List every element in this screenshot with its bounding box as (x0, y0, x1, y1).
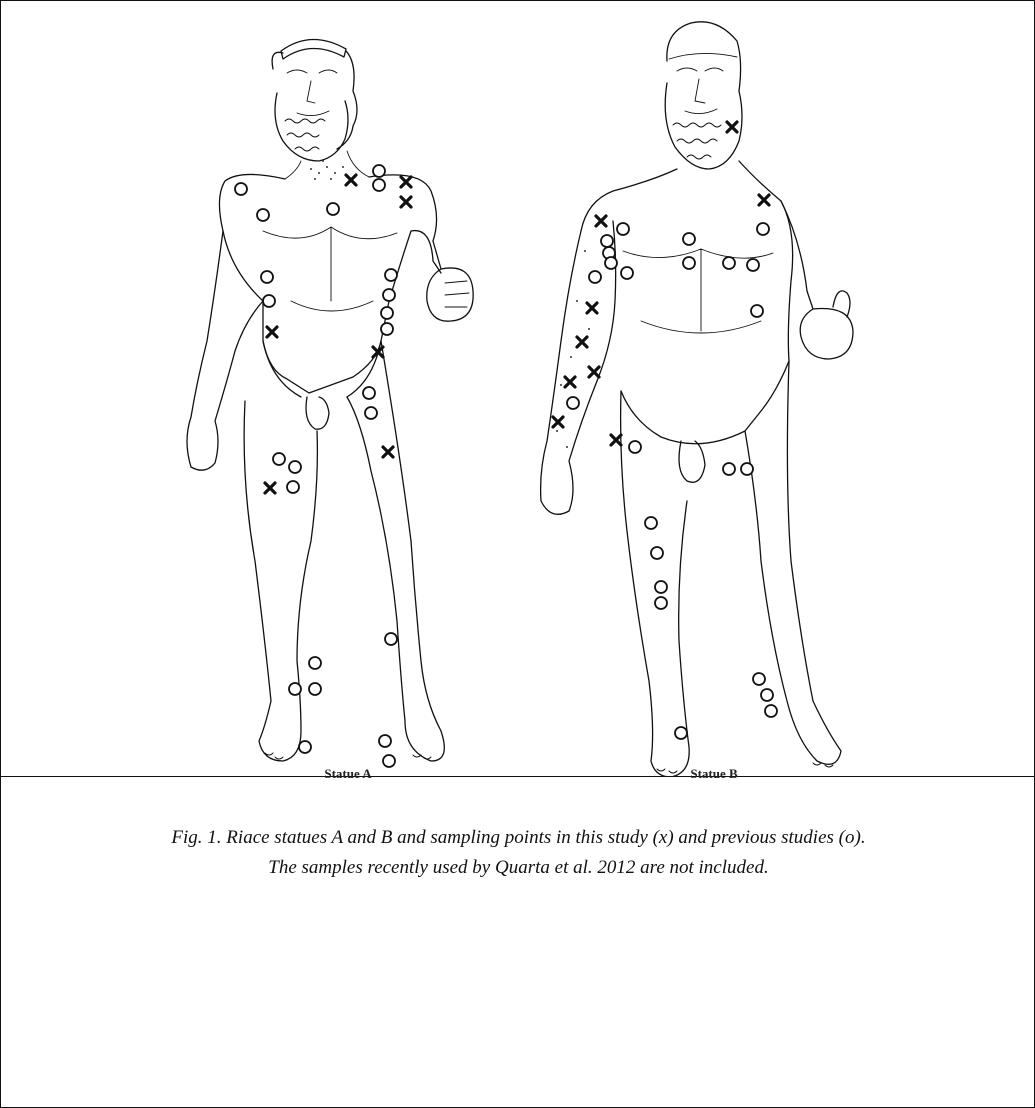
statue-b-this-study-points (553, 122, 769, 445)
sample-point-this-study (577, 337, 587, 347)
statue-b-arm-right (781, 201, 853, 359)
statue-b-genitals (679, 441, 705, 482)
sample-point-this-study (596, 216, 606, 226)
statue-a-headband (281, 39, 346, 59)
sample-point-previous (765, 705, 777, 717)
statue-a-label: Statue A (324, 766, 371, 782)
riace-statues-drawing (1, 1, 1034, 776)
sample-point-previous (261, 271, 273, 283)
sample-point-previous (309, 657, 321, 669)
statue-a-previous-study-points (235, 165, 397, 767)
figure-caption-line-2: The samples recently used by Quarta et a… (61, 853, 976, 883)
figure-caption: Fig. 1. Riace statues A and B and sampli… (61, 823, 976, 883)
sample-point-previous (629, 441, 641, 453)
sample-point-previous (287, 481, 299, 493)
sample-point-previous (753, 673, 765, 685)
sample-point-previous (381, 307, 393, 319)
sample-point-this-study (589, 367, 599, 377)
sample-point-previous (683, 257, 695, 269)
statue-a-face (287, 70, 337, 116)
statue-a-neck-stipple (310, 160, 348, 180)
sample-point-previous (381, 323, 393, 335)
sample-point-previous (761, 689, 773, 701)
statue-b-cap-rim (669, 53, 737, 59)
sample-point-previous (723, 257, 735, 269)
statue-a-chest-lines (263, 227, 397, 311)
sample-point-previous (365, 407, 377, 419)
sample-point-previous (683, 233, 695, 245)
sample-point-this-study (727, 122, 737, 132)
sample-point-this-study (401, 177, 411, 187)
sample-point-previous (589, 271, 601, 283)
sample-point-this-study (373, 347, 383, 357)
statue-a-leg-right (347, 341, 444, 761)
statues-illustration-panel: Statue A Statue B (1, 1, 1034, 777)
sample-point-this-study (587, 303, 597, 313)
sample-point-previous (383, 289, 395, 301)
statue-b-face (677, 68, 723, 114)
sample-point-previous (383, 755, 395, 767)
sample-point-previous (757, 223, 769, 235)
sample-point-previous (651, 547, 663, 559)
sample-point-previous (373, 179, 385, 191)
sample-point-previous (621, 267, 633, 279)
sample-point-previous (751, 305, 763, 317)
sample-point-previous (723, 463, 735, 475)
statue-b-label: Statue B (690, 766, 737, 782)
statue-b-drawing (541, 22, 853, 776)
sample-point-this-study (401, 197, 411, 207)
sample-point-previous (289, 461, 301, 473)
sample-point-previous (605, 257, 617, 269)
statue-b-previous-study-points (567, 223, 777, 739)
sample-point-this-study (265, 483, 275, 493)
sample-point-previous (379, 735, 391, 747)
statue-a-beard-curls (285, 119, 325, 151)
statue-b-toes (657, 763, 833, 773)
sample-point-previous (601, 235, 613, 247)
statue-a-genitals (306, 397, 329, 429)
sample-point-previous (363, 387, 375, 399)
sample-point-previous (309, 683, 321, 695)
sample-point-previous (299, 741, 311, 753)
sample-point-this-study (383, 447, 393, 457)
sample-point-previous (385, 269, 397, 281)
sample-point-previous (385, 633, 397, 645)
sample-point-previous (327, 203, 339, 215)
sample-point-previous (373, 165, 385, 177)
sample-point-previous (273, 453, 285, 465)
statue-b-thumb (833, 291, 850, 317)
statue-a-beard (275, 93, 348, 161)
sample-point-previous (747, 259, 759, 271)
sample-point-previous (741, 463, 753, 475)
statue-a-hand-fingers (445, 281, 469, 307)
sample-point-previous (655, 581, 667, 593)
sample-point-previous (645, 517, 657, 529)
sample-point-previous (675, 727, 687, 739)
sample-point-this-study (611, 435, 621, 445)
sample-point-previous (289, 683, 301, 695)
sample-point-previous (567, 397, 579, 409)
sample-point-this-study (565, 377, 575, 387)
statue-a-head (272, 51, 357, 149)
sample-point-previous (617, 223, 629, 235)
sample-point-previous (235, 183, 247, 195)
sample-point-previous (257, 209, 269, 221)
statue-a-drawing (187, 39, 473, 767)
sample-point-this-study (267, 327, 277, 337)
statue-b-leg-right (745, 361, 841, 764)
sample-point-this-study (553, 417, 563, 427)
sample-point-previous (263, 295, 275, 307)
statue-a-arm-left (187, 231, 263, 470)
sample-point-previous (655, 597, 667, 609)
sample-point-this-study (346, 175, 356, 185)
figure-caption-line-1: Fig. 1. Riace statues A and B and sampli… (61, 823, 976, 853)
sample-point-this-study (759, 195, 769, 205)
